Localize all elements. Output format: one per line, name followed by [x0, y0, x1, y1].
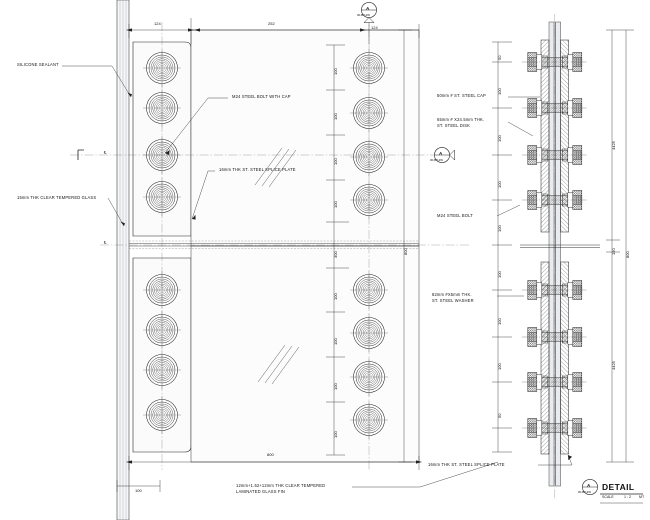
- section-marker-top-sheet: 00-BT-2W: [357, 13, 371, 17]
- leader-lines: [62, 65, 573, 488]
- dim-top-252: 252: [268, 21, 275, 26]
- dim-v-100-5: 100: [333, 293, 338, 300]
- dim-r-100-6: 100: [497, 318, 502, 325]
- section-bubble-mid: [434, 147, 455, 163]
- title-block-bubble-sheet: 00-BT-2W: [578, 490, 592, 494]
- label-laminated-glass-fin-line1: 12mm+1.52+12mm THK CLEAR TEMPERED: [236, 483, 326, 488]
- dim-v-100-1: 100: [333, 68, 338, 75]
- section-bubble-top: [361, 2, 377, 23]
- section-marker-mid-sheet: 00-BT-2W: [430, 158, 444, 162]
- dim-v-100-3: 100: [333, 158, 338, 165]
- label-steel-washer-line2: ST. STEEL WASHER: [432, 298, 474, 303]
- label-clear-tempered-glass: 15mm THK CLEAR TEMPERED GLASS: [17, 195, 97, 200]
- dim-v-300: 300: [333, 251, 338, 258]
- title-block-unit-note: MT: [639, 495, 645, 499]
- section-marker-top-mark: A: [366, 6, 370, 11]
- title-block-scale-value: 1 : 2: [624, 495, 631, 499]
- dimension-chain-section-inner: [492, 41, 512, 453]
- centerline-mark-upper: ℄: [104, 150, 107, 155]
- dim-top-124b: 124: [371, 25, 378, 30]
- dim-out-4425-top: 4425: [611, 141, 616, 150]
- dim-bottom-left-offset: 100: [135, 488, 142, 493]
- dim-v-100-2: 100: [333, 113, 338, 120]
- label-laminated-glass-fin-line2: LAMINATED GLASS FIN: [236, 489, 286, 494]
- centerline-mark-mid: ℄: [104, 240, 107, 245]
- dim-v-100-7: 100: [333, 383, 338, 390]
- dim-r-100-3: 100: [497, 181, 502, 188]
- dimension-chain-section-outer: [606, 29, 634, 463]
- dim-r-50: 50: [497, 55, 502, 60]
- label-m24-bolt-with-cap: M24 STEEL BOLT WITH CAP: [232, 94, 291, 99]
- dim-r-100-1: 100: [497, 88, 502, 95]
- label-splice-plate-elevation: 16mm THK ST. STEEL SPLICE PLATE: [219, 167, 296, 172]
- dimension-chain-vertical-left: [326, 44, 349, 456]
- section-flag-marks: [77, 149, 84, 160]
- dim-overall-height-left: 800: [403, 248, 408, 255]
- title-block-detail-label: DETAIL: [602, 482, 635, 492]
- dim-bottom-width: 800: [267, 452, 274, 457]
- dim-r-100-5: 100: [497, 271, 502, 278]
- label-silicone-sealant: SILICONE SEALANT: [17, 62, 59, 67]
- title-block-scale-label: SCALE: [602, 495, 614, 499]
- glass-pane-elevation: [116, 0, 130, 520]
- label-steel-washer-line1: 82mm #X5mm THK.: [432, 292, 472, 297]
- label-steel-disk-line2: ST. STEEL DISK: [437, 123, 471, 128]
- dim-r-100-4: 100: [497, 225, 502, 232]
- dim-v-100-4: 100: [333, 201, 338, 208]
- label-splice-plate-section: 16mm THK ST. STEEL SPLICE PLATE: [428, 462, 505, 467]
- title-block-bubble-mark: A: [587, 483, 591, 488]
- dim-r-100-8: 50: [497, 413, 502, 418]
- dimension-bottom-width: [116, 456, 422, 492]
- dim-out-150: 150: [611, 248, 616, 255]
- dim-r-100-2: 100: [497, 135, 502, 142]
- label-steel-cap: 50mm # ST. STEEL CAP: [437, 93, 486, 98]
- dim-r-100-7: 100: [497, 363, 502, 370]
- label-steel-disk-line1: 65mm # X24.5mm THK.: [437, 117, 485, 122]
- dim-v-100-6: 100: [333, 338, 338, 345]
- dim-top-124: 124: [154, 21, 161, 26]
- glass-fin-section: [548, 21, 561, 487]
- section-marker-mid-mark: A: [439, 151, 443, 156]
- splice-plate-section: [540, 39, 569, 455]
- dim-v-100-8: 100: [333, 431, 338, 438]
- label-m24-steel-bolt: M24 STEEL BOLT: [437, 213, 473, 218]
- dim-out-4425-bot: 4425: [611, 361, 616, 370]
- dim-overall-height-right: 800: [625, 251, 630, 258]
